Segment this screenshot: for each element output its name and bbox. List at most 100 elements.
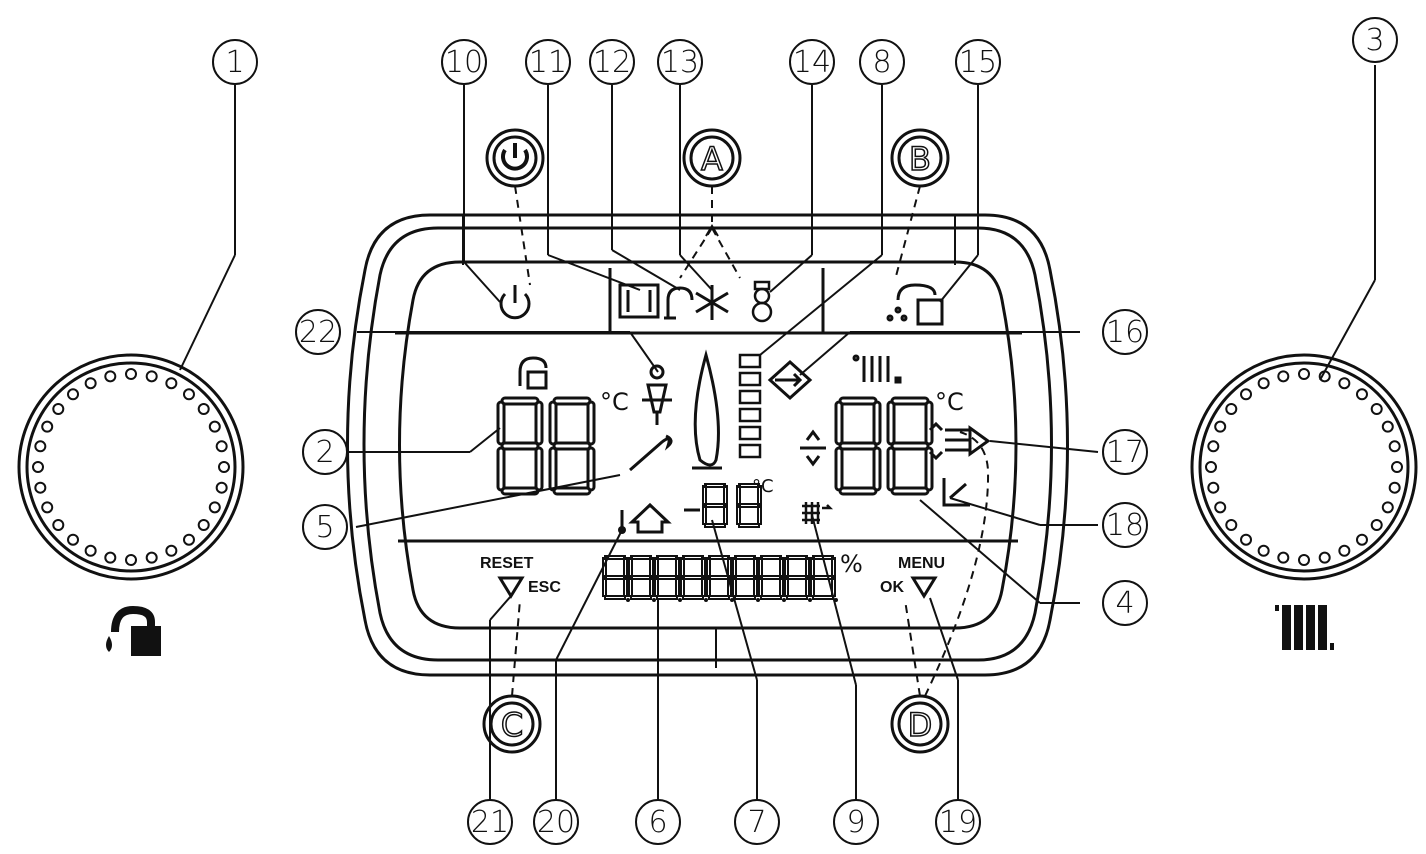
callout-18: 18	[1102, 502, 1148, 548]
knob-dot	[1277, 370, 1290, 383]
callout-number: 4	[1115, 586, 1134, 621]
dhw-celsius-label: °C	[600, 388, 629, 416]
callout-15: 15	[955, 39, 1001, 85]
dhw-small-icon	[518, 356, 548, 390]
dhw-tap-icon	[106, 605, 161, 656]
dashed-links	[511, 185, 990, 697]
callout-number: 22	[299, 315, 337, 350]
button-a[interactable]: A	[682, 128, 742, 188]
heating-celsius-label: °C	[935, 388, 964, 416]
callout-5: 5	[302, 504, 348, 550]
decimal-point	[808, 598, 812, 602]
callout-number: 8	[872, 45, 891, 80]
decimal-point	[782, 598, 786, 602]
knob-dot	[1388, 440, 1401, 453]
callout-8: 8	[859, 39, 905, 85]
callout-number: 16	[1106, 315, 1144, 350]
bottom-digit	[628, 555, 654, 600]
knob-dot	[52, 518, 65, 531]
callout-1: 1	[212, 39, 258, 85]
knob-dot	[41, 420, 54, 433]
callout-number: 5	[315, 510, 334, 545]
knob-dot	[32, 461, 44, 473]
button-c-label: C	[501, 706, 523, 744]
knob-dot	[1207, 481, 1220, 494]
knob-dot	[218, 461, 230, 473]
callout-number: 13	[661, 45, 699, 80]
center-digit-1	[702, 483, 728, 528]
wrench-icon	[629, 434, 673, 472]
house-icon	[628, 502, 672, 534]
heating-digit-1	[834, 396, 882, 496]
knob-dot	[1225, 403, 1238, 416]
ok-label: OK	[880, 579, 904, 596]
knob-dot	[125, 368, 137, 380]
bottom-digit	[654, 555, 680, 600]
dhw-comfort-icon	[664, 286, 694, 320]
shower-icon	[886, 283, 944, 326]
knob-dot	[104, 370, 117, 383]
knob-dot	[208, 420, 221, 433]
callout-9: 9	[833, 799, 879, 845]
knob-dot	[1298, 368, 1310, 380]
button-c[interactable]: C	[482, 694, 542, 754]
button-d[interactable]: D	[890, 694, 950, 754]
knob-dot	[1225, 518, 1238, 531]
callout-11: 11	[525, 39, 571, 85]
climate-curve-icon	[942, 478, 970, 507]
knob-dot	[104, 551, 117, 564]
knob-dot	[1318, 551, 1331, 564]
bottom-digit	[784, 555, 810, 600]
bottom-digit	[732, 555, 758, 600]
knob-dot	[145, 370, 158, 383]
knob-dot	[1381, 501, 1394, 514]
knob-dot	[1298, 554, 1310, 566]
bottom-digit-row	[602, 555, 838, 602]
arrow-up-icon	[705, 224, 719, 237]
modulation-icon	[928, 421, 991, 461]
knob-dot	[1370, 403, 1383, 416]
knob-dot	[182, 388, 195, 401]
knob-dot	[197, 518, 210, 531]
dhw-digit-2	[548, 396, 596, 496]
knob-dot	[1257, 377, 1270, 390]
dhw-knob[interactable]	[17, 353, 245, 581]
knob-dot	[1370, 518, 1383, 531]
callout-10: 10	[441, 39, 487, 85]
knob-dot	[1338, 544, 1351, 557]
antifreeze-icon	[695, 285, 729, 320]
decimal-point	[756, 598, 760, 602]
flame-level-bars	[738, 353, 762, 459]
heating-knob[interactable]	[1190, 353, 1418, 581]
esc-label: ESC	[528, 579, 561, 596]
knob-dot	[1240, 533, 1253, 546]
heating-digit-2	[886, 396, 934, 496]
callout-number: 15	[959, 45, 997, 80]
callout-6: 6	[635, 799, 681, 845]
knob-dot	[1381, 420, 1394, 433]
button-b-label: B	[909, 140, 931, 178]
bottom-digit	[680, 555, 706, 600]
callout-number: 18	[1106, 508, 1144, 543]
button-d-label: D	[908, 706, 933, 744]
callout-4: 4	[1102, 580, 1148, 626]
knob-dot	[34, 481, 47, 494]
center-celsius-label: °C	[752, 476, 774, 497]
dhw-digit-1	[496, 396, 544, 496]
knob-dot	[215, 440, 228, 453]
up-down-arrow-icon	[800, 429, 826, 467]
heating-small-icon	[852, 354, 902, 384]
callout-16: 16	[1102, 309, 1148, 355]
button-b[interactable]: B	[890, 128, 950, 188]
power-button[interactable]	[485, 128, 545, 188]
knob-dot	[1355, 388, 1368, 401]
callout-number: 3	[1365, 23, 1384, 58]
knob-dot	[1214, 420, 1227, 433]
chimney-sweep-icon	[618, 283, 660, 319]
knob-dot	[1391, 461, 1403, 473]
percent-label: %	[840, 550, 863, 578]
callout-number: 19	[939, 805, 977, 840]
underfloor-icon	[802, 502, 834, 524]
reset-triangle-icon	[497, 576, 525, 599]
callout-14: 14	[789, 39, 835, 85]
